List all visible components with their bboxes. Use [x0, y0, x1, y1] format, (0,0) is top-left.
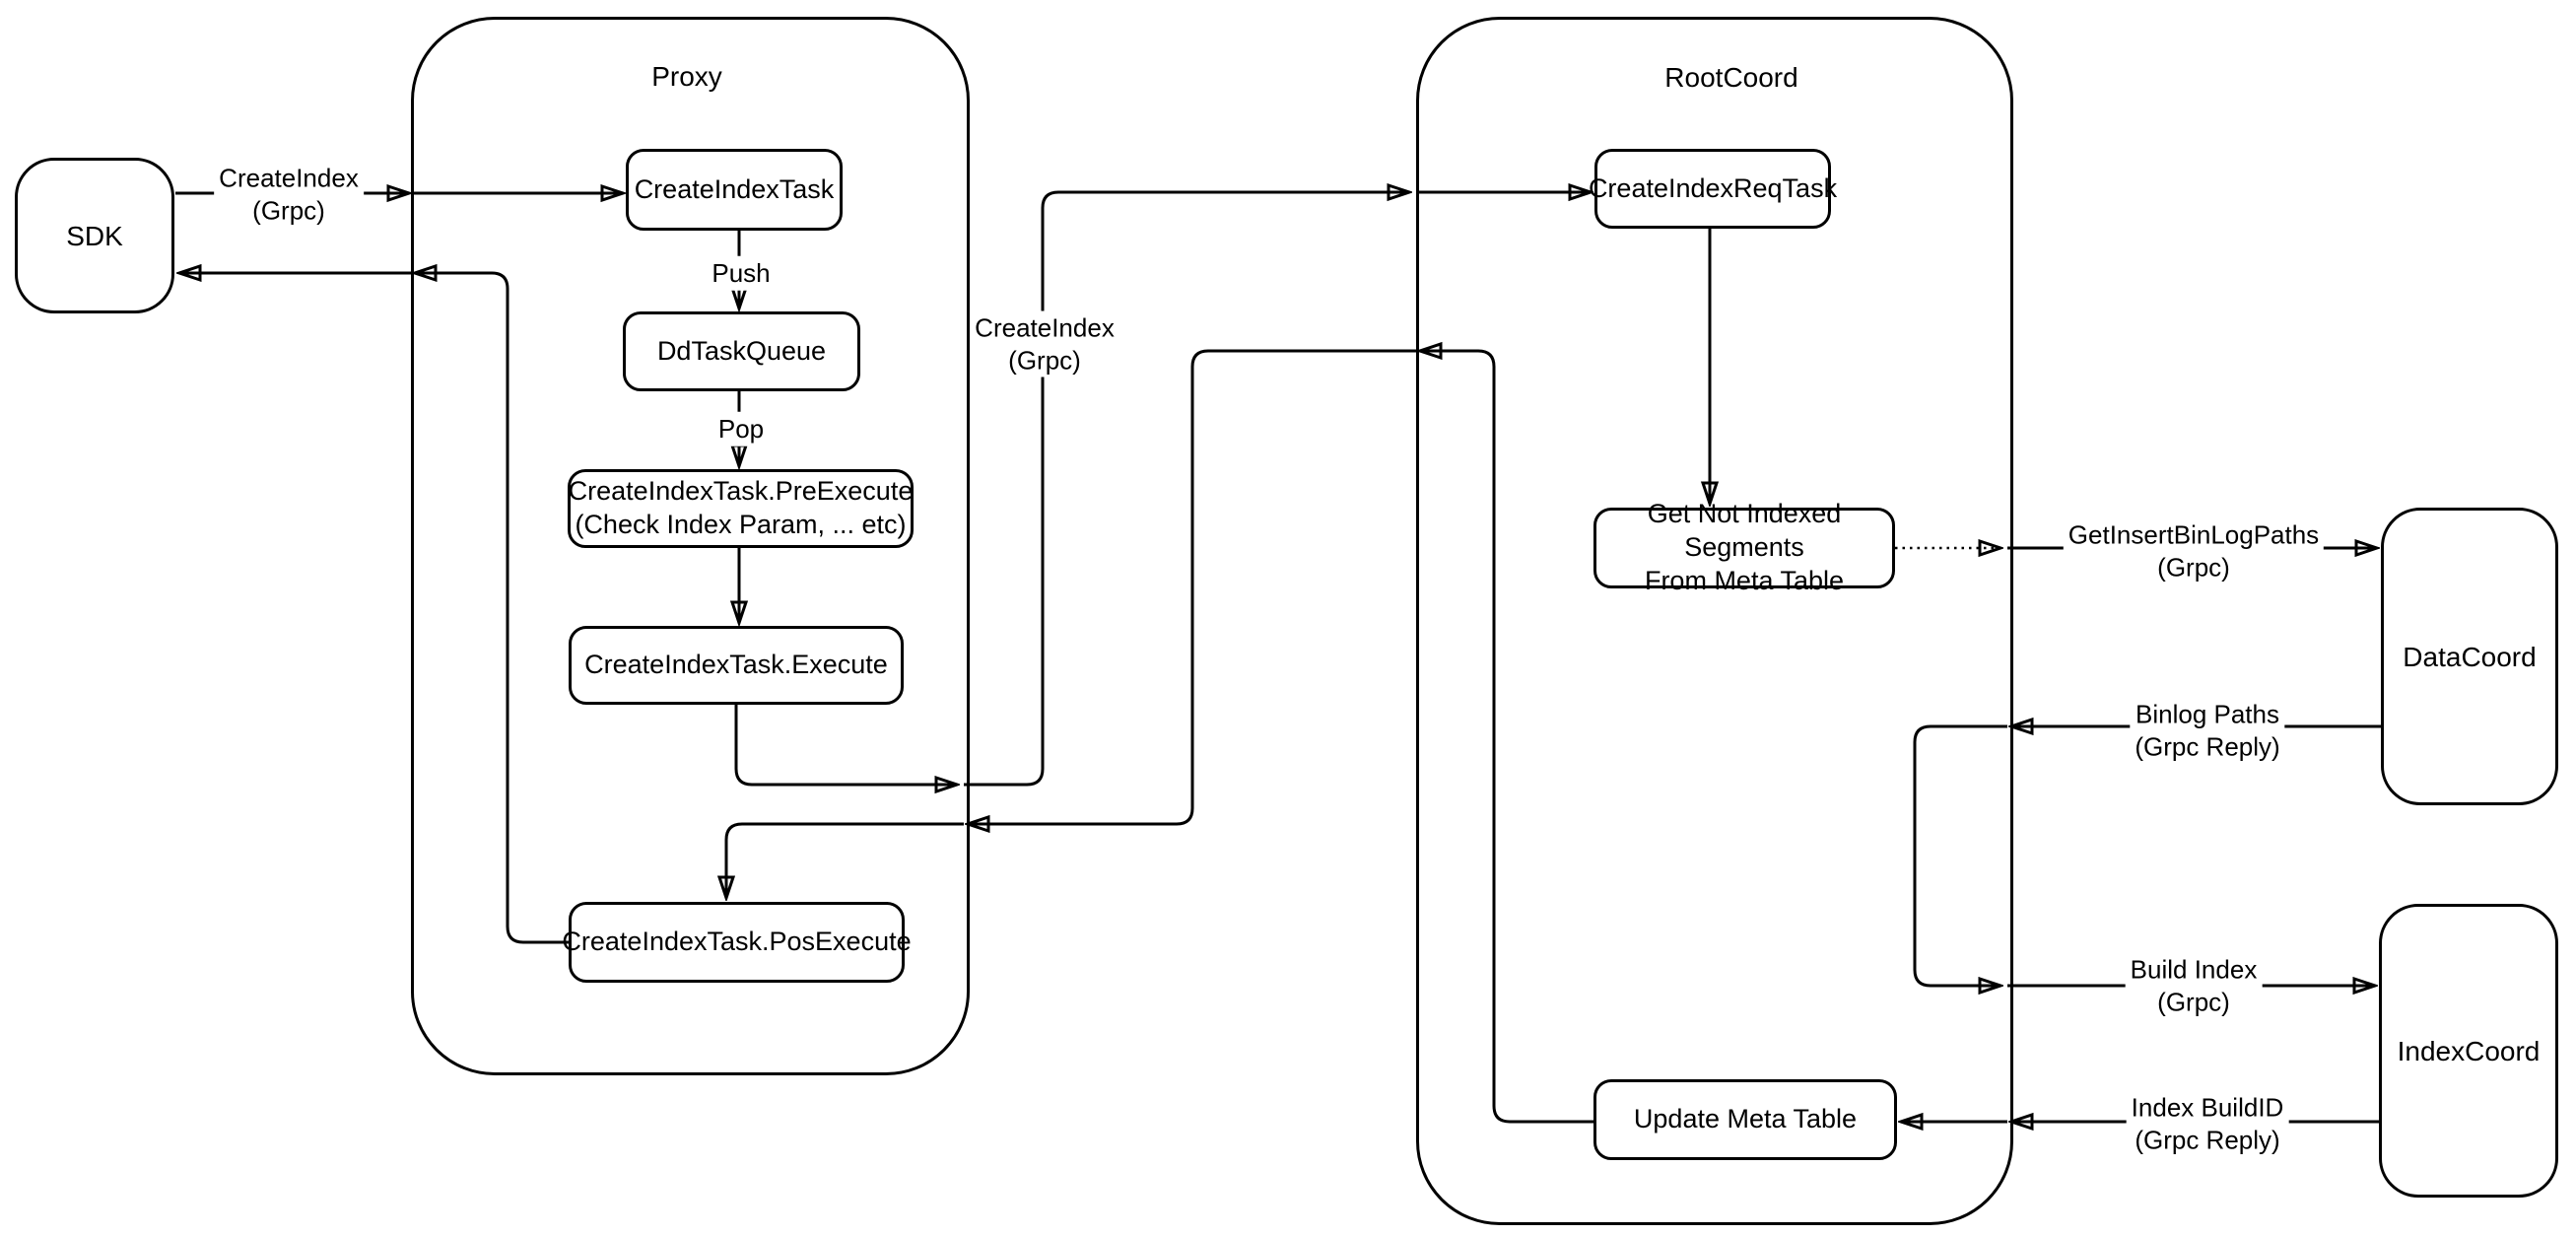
node-sdk: SDK	[15, 158, 174, 313]
node-dd-task-queue: DdTaskQueue	[623, 311, 860, 391]
node-execute: CreateIndexTask.Execute	[569, 626, 904, 705]
proxy-container	[411, 17, 970, 1075]
edge-proxy-to-posexecute	[726, 822, 964, 898]
label-build-index: Build Index (Grpc)	[2125, 952, 2263, 1019]
node-create-index-req-task: CreateIndexReqTask	[1589, 149, 1837, 229]
node-datacoord: DataCoord	[2381, 508, 2558, 805]
node-pre-execute: CreateIndexTask.PreExecute (Check Index …	[568, 469, 914, 548]
node-dd-task-queue-label: DdTaskQueue	[656, 335, 827, 366]
edge-binlog-bracket	[1913, 724, 2007, 986]
label-pop: Pop	[712, 411, 770, 446]
label-create-index-grpc-mid: CreateIndex (Grpc)	[970, 310, 1119, 378]
label-index-buildid: Index BuildID (Grpc Reply)	[2126, 1090, 2289, 1157]
node-update-meta-table: Update Meta Table	[1593, 1079, 1897, 1160]
label-get-insert-binlog-paths: GetInsertBinLogPaths (Grpc)	[2063, 517, 2325, 584]
node-get-not-indexed: Get Not Indexed Segments From Meta Table	[1593, 499, 1895, 595]
node-get-not-indexed-label: Get Not Indexed Segments	[1647, 499, 1842, 563]
node-sdk-label: SDK	[66, 220, 123, 251]
node-indexcoord: IndexCoord	[2379, 904, 2558, 1198]
label-create-index-grpc-sdk: CreateIndex (Grpc)	[214, 161, 364, 228]
node-datacoord-label: DataCoord	[2403, 641, 2537, 672]
rootcoord-container	[1416, 17, 2013, 1225]
rootcoord-container-title: RootCoord	[1664, 62, 1798, 93]
node-pos-execute-label: CreateIndexTask.PosExecute	[562, 927, 912, 957]
proxy-container-title: Proxy	[651, 61, 722, 92]
edge-rootcoord-to-proxy	[968, 349, 1416, 824]
node-get-not-indexed-label2: From Meta Table	[1644, 565, 1845, 595]
node-create-index-task-label: CreateIndexTask	[634, 173, 835, 204]
node-pre-execute-label2: (Check Index Param, ... etc)	[575, 510, 907, 539]
edge-execute-to-proxy-border	[734, 705, 957, 785]
node-create-index-req-task-label: CreateIndexReqTask	[1588, 172, 1838, 203]
node-pre-execute-label: CreateIndexTask.PreExecute	[568, 476, 914, 507]
node-pos-execute: CreateIndexTask.PosExecute	[562, 902, 912, 983]
label-binlog-paths: Binlog Paths (Grpc Reply)	[2130, 697, 2285, 764]
node-indexcoord-label: IndexCoord	[2397, 1035, 2541, 1066]
label-push: Push	[707, 255, 776, 291]
node-execute-label: CreateIndexTask.Execute	[584, 650, 888, 680]
edge-proxy-to-rootcoord	[964, 192, 1409, 787]
node-create-index-task: CreateIndexTask	[626, 149, 843, 231]
edge-posexecute-to-proxy-border	[415, 273, 569, 944]
node-update-meta-table-label: Update Meta Table	[1633, 1104, 1858, 1134]
edge-updatemeta-to-rootcoord-border	[1420, 351, 1593, 1124]
